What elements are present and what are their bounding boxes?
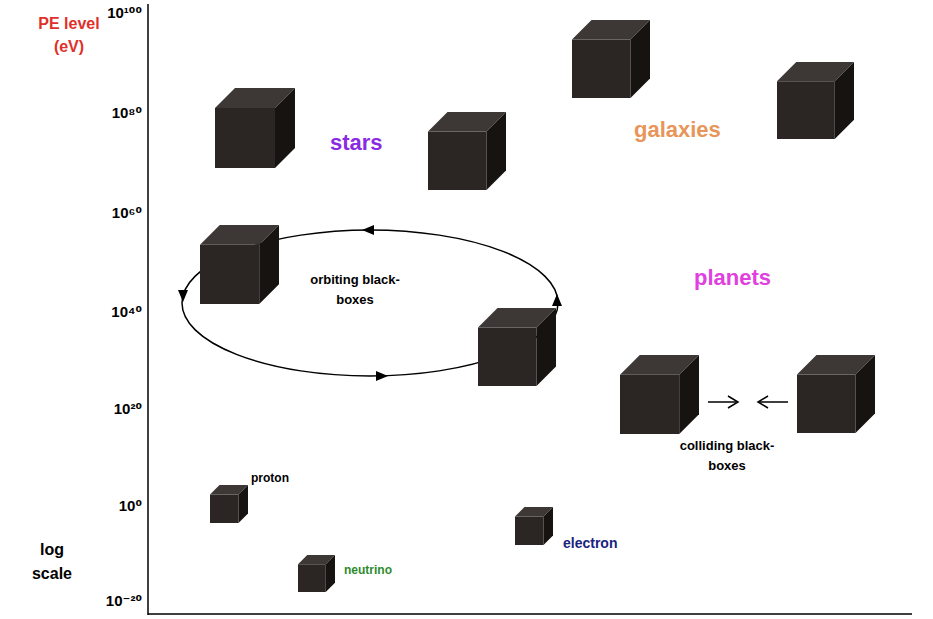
arrowhead (178, 290, 188, 302)
y-axis (147, 4, 149, 615)
caption-label: colliding black-boxes (672, 436, 782, 476)
axis-note: log scale (26, 538, 78, 586)
black-box (620, 355, 699, 434)
particle-label: proton (251, 470, 289, 486)
axis-title: PE level (eV) (38, 12, 100, 58)
group-label: stars (330, 129, 383, 157)
arrowhead (362, 225, 374, 235)
tick-label: 10⁸⁰ (60, 103, 142, 123)
group-label: galaxies (634, 116, 721, 144)
black-box (515, 507, 553, 545)
tick-label: 10²⁰ (60, 399, 142, 419)
tick-label: 10⁰ (60, 496, 142, 516)
tick-label: 10¹⁰⁰ (60, 3, 142, 23)
black-box (200, 225, 279, 304)
black-box (210, 485, 248, 523)
tick-label: 10⁶⁰ (60, 203, 142, 223)
tick-label: 10⁴⁰ (60, 302, 142, 322)
black-box (428, 112, 506, 190)
particle-label: electron (563, 534, 617, 552)
black-box (215, 88, 295, 168)
group-label: planets (694, 264, 771, 292)
black-box (572, 20, 650, 98)
black-box (298, 555, 335, 592)
black-box (777, 62, 854, 139)
black-box (797, 355, 875, 433)
arrowhead (552, 294, 562, 306)
collision-arrows (708, 396, 788, 408)
particle-label: neutrino (344, 562, 392, 578)
caption-label: orbiting black-boxes (300, 270, 410, 310)
tick-label: 10⁻²⁰ (60, 591, 142, 611)
arrowhead (376, 371, 388, 381)
x-axis (148, 613, 912, 615)
black-box (478, 308, 556, 386)
